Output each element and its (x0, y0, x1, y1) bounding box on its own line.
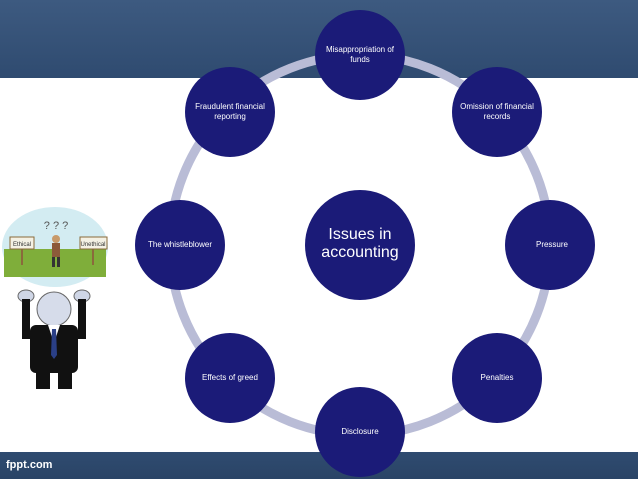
ethics-illustration: Ethical Unethical ? ? ? (2, 207, 108, 389)
node-label-penalties: Penalties (480, 373, 514, 382)
node-circle-penalties (452, 333, 542, 423)
footer-band (0, 452, 638, 479)
node-circle-pressure (505, 200, 595, 290)
node-label-misappropriation: Misappropriation of funds (325, 45, 395, 64)
small-figure-body (52, 243, 60, 257)
figure-leg-left (36, 371, 50, 389)
small-figure-leg-right (57, 257, 60, 267)
left-arm (22, 299, 30, 339)
node-circle-omission (452, 67, 542, 157)
center-circle (305, 190, 415, 300)
unethical-sign-text: Unethical (80, 242, 105, 248)
node-circle-whistleblower (135, 200, 225, 290)
ethical-sign-text: Ethical (13, 242, 31, 248)
right-arm (78, 299, 86, 339)
footer-brand: fppt.com (6, 459, 53, 471)
node-circle-disclosure (315, 387, 405, 477)
node-circle-misappropriation (315, 10, 405, 100)
node-label-fraudulent: Fraudulent financial reporting (195, 102, 265, 121)
node-circle-fraudulent (185, 67, 275, 157)
node-circle-greed (185, 333, 275, 423)
node-label-pressure: Pressure (535, 240, 568, 249)
ethical-sign-post (21, 249, 23, 265)
center-label: Issues in accounting (321, 226, 399, 261)
node-label-greed: Effects of greed (202, 373, 258, 382)
node-label-omission: Omission of financial records (460, 102, 534, 121)
figure-head (36, 291, 72, 327)
question-marks: ? ? ? (44, 220, 68, 232)
unethical-sign-post (92, 249, 94, 265)
node-label-disclosure: Disclosure (341, 427, 379, 436)
small-figure-head (52, 235, 60, 243)
figure-leg-right (58, 371, 72, 389)
figure-tie (51, 329, 57, 359)
small-figure-leg-left (52, 257, 55, 267)
node-label-whistleblower: The whistleblower (147, 240, 213, 249)
